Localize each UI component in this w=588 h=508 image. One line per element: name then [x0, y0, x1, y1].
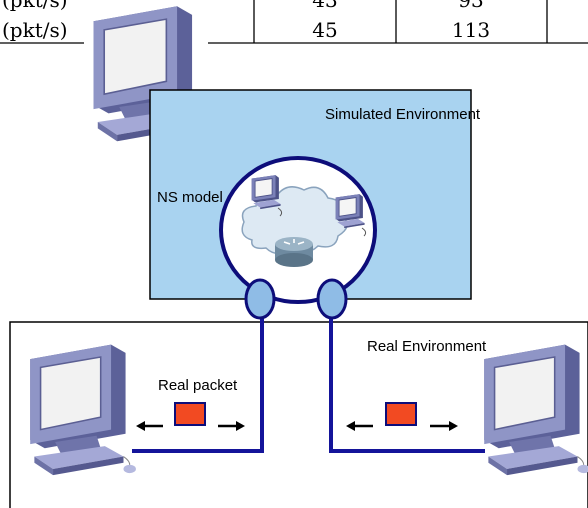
desktop-computer-icon — [251, 175, 282, 210]
packet-icon — [385, 402, 417, 426]
router-icon — [275, 237, 313, 267]
real-environment-box — [9, 321, 588, 508]
table-cell-value: 45 — [312, 18, 337, 42]
table-cell-value: 43 — [312, 0, 337, 12]
arrow-right-icon — [218, 421, 245, 431]
simulated-environment: Simulated Environment NS model — [149, 89, 481, 304]
real-environment: Real Environment Real packet — [9, 278, 588, 508]
cable-icon — [277, 207, 283, 217]
desktop-computer-icon — [29, 343, 137, 476]
arrow-left-icon — [346, 421, 373, 431]
real-packet-label: Real packet — [158, 377, 238, 394]
right-interface-connector — [316, 278, 348, 320]
left-interface-connector — [244, 278, 276, 320]
cable-icon — [361, 227, 367, 237]
arrow-left-icon — [136, 421, 163, 431]
table-cell-value: 113 — [452, 18, 490, 42]
table-cell-unit-label: (pkt/s) — [2, 18, 68, 42]
right-network-link — [329, 302, 485, 453]
arrow-right-icon — [430, 421, 458, 431]
desktop-computer-icon — [335, 194, 366, 229]
packet-icon — [174, 402, 206, 426]
left-network-link — [132, 302, 264, 453]
table-cell-value: 93 — [458, 0, 483, 12]
simulated-environment-label: Simulated Environment — [325, 106, 481, 123]
table-cell-unit-label: (pkt/s) — [2, 0, 68, 12]
real-environment-label: Real Environment — [367, 338, 487, 355]
ns-model-label: NS model — [157, 189, 223, 206]
desktop-computer-icon — [483, 343, 588, 476]
